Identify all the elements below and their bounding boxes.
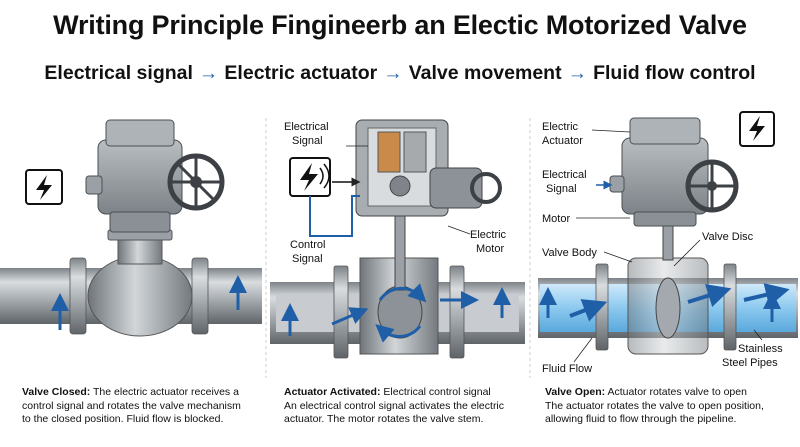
- caption-text: actuator. The motor rotates the valve st…: [284, 413, 484, 425]
- page-title: Writing Principle Fingineerb an Electic …: [53, 10, 747, 40]
- label-electrical-signal: Signal: [292, 135, 323, 147]
- rotation-arrow-icon: [378, 283, 427, 303]
- actuator-cover: [105, 119, 175, 147]
- label-electric-motor: Motor: [476, 243, 504, 255]
- caption-heading: Valve Closed:: [22, 386, 91, 398]
- caption-heading: Valve Open:: [545, 386, 606, 398]
- flange: [449, 265, 465, 359]
- caption-text: Electrical control signal: [383, 386, 491, 398]
- label-electrical-signal: Signal: [546, 183, 577, 195]
- caption-actuator-activated: Actuator Activated: Electrical control s…: [284, 386, 529, 427]
- flow-step-electrical-signal: Electrical signal: [44, 62, 193, 84]
- cable-gland: [609, 175, 625, 193]
- actuator-base: [633, 211, 697, 227]
- caption-text: allowing fluid to flow through the pipel…: [545, 413, 737, 425]
- actuator-cover: [629, 117, 701, 145]
- label-valve-disc: Valve Disc: [702, 231, 754, 243]
- label-electrical-signal: Electrical: [284, 121, 329, 133]
- electric-motor: [429, 167, 483, 209]
- flow-step-fluid-flow-control: Fluid flow control: [593, 62, 756, 84]
- flange: [333, 265, 349, 359]
- caption-text: An electrical control signal activates t…: [284, 399, 505, 412]
- handwheel: [470, 172, 502, 204]
- flow-arrow-icon: →: [198, 62, 219, 84]
- valve-disc: [655, 277, 681, 339]
- label-electric-motor: Electric: [470, 229, 507, 241]
- caption-heading: Actuator Activated:: [284, 386, 381, 398]
- valve-body: [87, 255, 193, 337]
- label-motor: Motor: [542, 213, 570, 225]
- rotation-arrow-icon: [375, 324, 422, 343]
- label-electric-actuator: Actuator: [542, 135, 583, 147]
- motor-coil: [377, 131, 401, 173]
- caption-text: The actuator rotates the valve to open p…: [545, 399, 764, 412]
- label-electrical-signal: Electrical: [542, 169, 587, 181]
- label-electric-actuator: Electric: [542, 121, 579, 133]
- flange: [191, 257, 209, 335]
- process-flow: Electrical signal→Electric actuator→Valv…: [0, 62, 800, 85]
- caption-text: Actuator rotates valve to open: [607, 386, 747, 398]
- label-control-signal: Control: [290, 239, 325, 251]
- caption-text: control signal and rotates the valve mec…: [22, 399, 241, 412]
- caption-text: to the closed position. Fluid flow is bl…: [22, 413, 224, 425]
- label-valve-body: Valve Body: [542, 247, 597, 259]
- flange: [723, 263, 737, 351]
- flow-step-valve-movement: Valve movement: [408, 62, 562, 84]
- label-stainless-steel-pipes: Stainless: [738, 343, 783, 355]
- caption-valve-closed: Valve Closed: The electric actuator rece…: [22, 386, 262, 427]
- flow-arrow-icon: [569, 299, 608, 322]
- flange: [69, 257, 87, 335]
- valve-neck: [117, 237, 163, 265]
- flow-step-electric-actuator: Electric actuator: [224, 62, 378, 84]
- cable-gland: [85, 175, 103, 195]
- flow-arrow-icon: [687, 284, 732, 308]
- control-wire: [309, 195, 360, 237]
- label-control-signal: Signal: [292, 253, 323, 265]
- panel-valve-open: Electric Actuator Electrical Signal Moto…: [538, 111, 798, 375]
- gear-icon: [389, 175, 411, 197]
- label-fluid-flow: Fluid Flow: [542, 363, 592, 375]
- handwheel: [167, 153, 225, 211]
- actuator-base: [109, 211, 171, 233]
- flow-arrow-icon: [331, 307, 369, 326]
- panel-actuator-activated: Electrical Signal Control Signal Electri…: [270, 119, 525, 359]
- caption-text: The electric actuator receives a: [93, 386, 239, 398]
- flange: [595, 263, 609, 351]
- caption-valve-open: Valve Open: Actuator rotates valve to op…: [545, 386, 795, 427]
- flow-arrow-icon: →: [383, 62, 403, 84]
- label-stainless-steel-pipes: Steel Pipes: [722, 357, 778, 369]
- panel-valve-closed: [0, 119, 262, 337]
- valve-stem: [394, 209, 406, 291]
- flow-arrow-icon: →: [567, 62, 588, 84]
